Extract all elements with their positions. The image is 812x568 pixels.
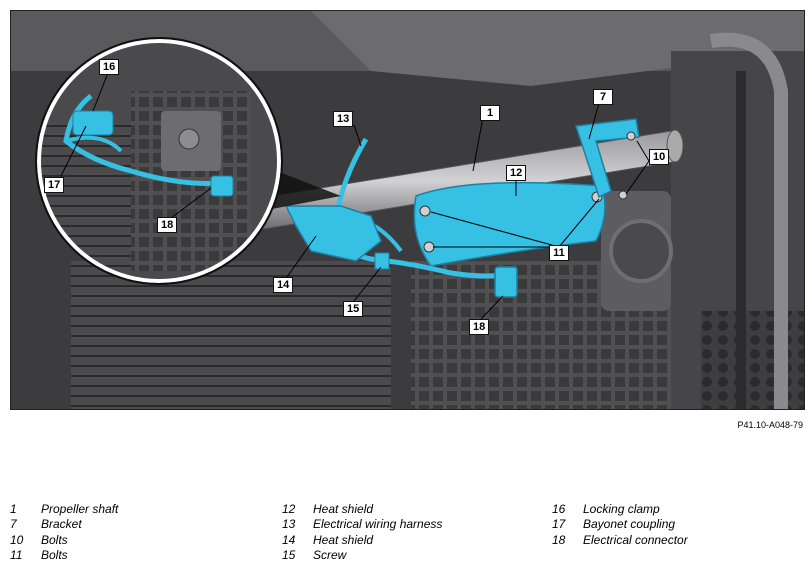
callout-10: 10 — [649, 149, 670, 165]
propeller-shaft — [240, 129, 684, 232]
callout-15: 15 — [343, 301, 364, 317]
bolt-11-a — [419, 205, 431, 217]
leader-lines — [60, 72, 650, 320]
detail-inset — [35, 37, 341, 285]
underbody-background — [11, 11, 804, 409]
electrical-wiring-harness — [284, 137, 518, 298]
bolt-10-a — [618, 190, 628, 200]
screw-15 — [374, 252, 390, 270]
callout-12: 12 — [506, 165, 527, 181]
callout-11: 11 — [549, 245, 569, 261]
crossmember — [709, 32, 788, 409]
callout-7: 7 — [593, 89, 613, 105]
callout-18-main: 18 — [469, 319, 490, 335]
callout-17: 17 — [44, 177, 65, 193]
detail-connector-18 — [210, 175, 234, 197]
heat-shield-14 — [284, 205, 382, 262]
figure-id: P41.10-A048-79 — [737, 420, 803, 430]
callout-18-detail: 18 — [157, 217, 178, 233]
technical-illustration: 1 7 10 11 12 13 14 15 16 17 18 18 — [10, 10, 805, 410]
oil-pan — [71, 261, 391, 409]
bolt-10-b — [626, 131, 636, 141]
callout-13: 13 — [333, 111, 354, 127]
electrical-connector-18 — [494, 266, 518, 298]
callout-1: 1 — [480, 105, 500, 121]
callout-14: 14 — [273, 277, 294, 293]
locking-clamp-16 — [72, 110, 114, 136]
callout-16: 16 — [99, 59, 120, 75]
bolt-11-b — [423, 241, 435, 253]
bracket-7 — [575, 118, 640, 200]
